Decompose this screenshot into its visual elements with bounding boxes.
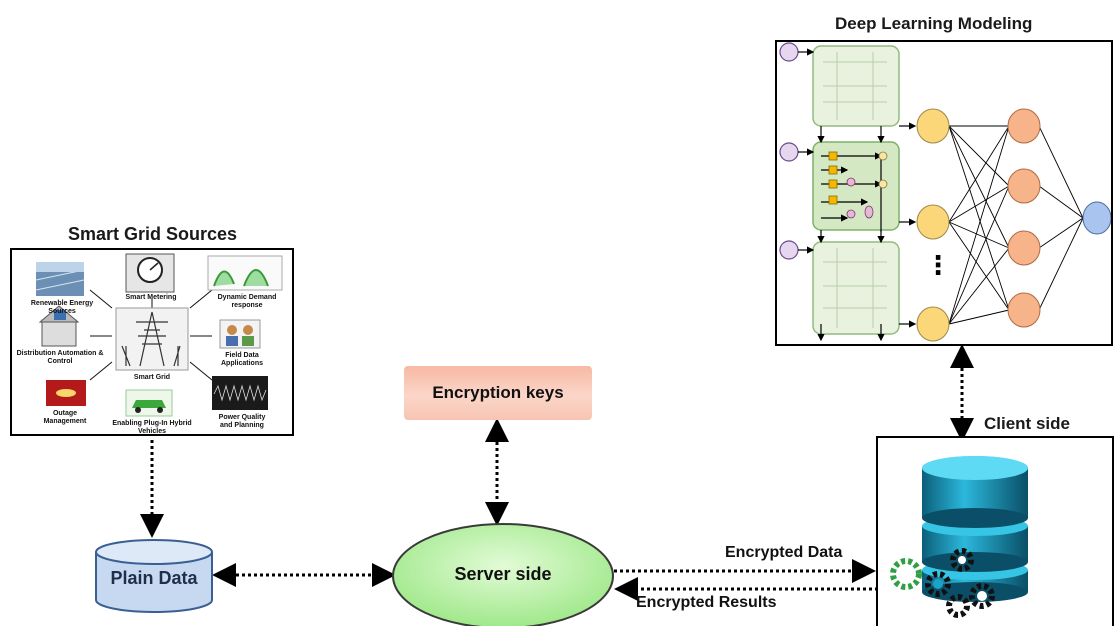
item-plugin-vehicles: Enabling Plug-In Hybrid Vehicles	[112, 420, 192, 435]
deep-learning-panel: ⋮	[775, 40, 1113, 346]
encryption-keys-box: Encryption keys	[404, 366, 592, 420]
item-field-data: Field Data Applications	[220, 352, 263, 367]
plain-data-label: Plain Data	[110, 568, 198, 588]
smart-grid-illustration	[35, 253, 283, 417]
database-icon	[922, 456, 1028, 602]
encrypted-data-label: Encrypted Data	[725, 544, 843, 561]
server-side-ellipse	[392, 523, 614, 626]
item-renewable: Renewable Energy Sources	[30, 300, 94, 315]
smart-grid-title: Smart Grid Sources	[68, 224, 238, 244]
client-side-panel	[876, 436, 1114, 626]
plain-data-cylinder	[95, 539, 213, 613]
server-side-label: Server side	[454, 564, 552, 584]
client-side-title: Client side	[984, 414, 1070, 433]
item-dynamic-demand: Dynamic Demand response	[217, 294, 277, 309]
encrypted-results-label: Encrypted Results	[636, 594, 777, 611]
item-outage: Outage Management	[43, 410, 87, 425]
neural-network-diagram	[779, 42, 1111, 342]
gears-icon	[890, 548, 995, 618]
item-power-quality: Power Quality and Planning	[218, 414, 266, 429]
item-distribution: Distribution Automation & Control	[16, 350, 104, 365]
item-smart-metering: Smart Metering	[125, 294, 177, 301]
input-ellipsis: ⋮	[925, 250, 951, 280]
smart-grid-center-label: Smart Grid	[133, 374, 171, 381]
deep-learning-title: Deep Learning Modeling	[835, 14, 1033, 33]
smart-grid-panel: Renewable Energy Sources Smart Metering …	[10, 248, 294, 436]
